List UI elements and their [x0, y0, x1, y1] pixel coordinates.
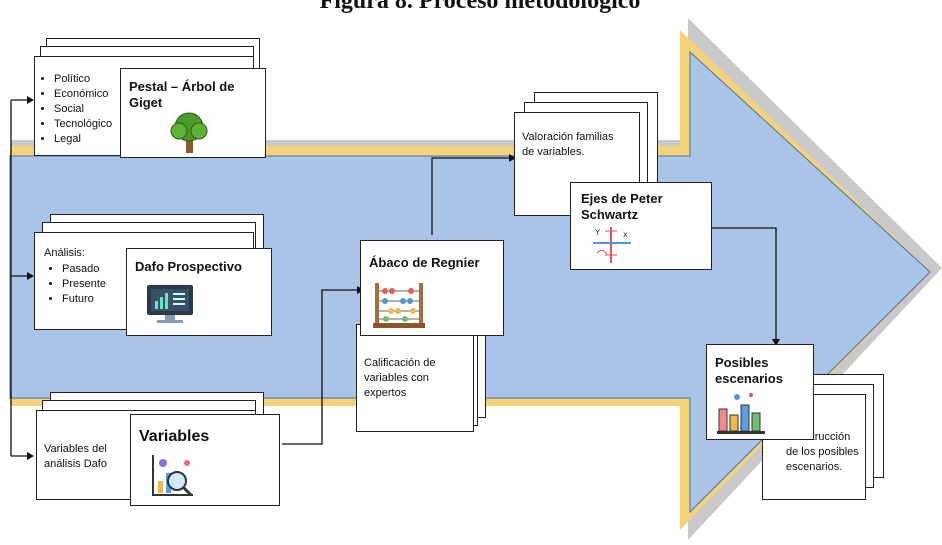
arrowhead-escenarios [772, 339, 780, 346]
dafo-items: Pasado Presente Futuro [48, 262, 106, 307]
arrowhead-variables [27, 452, 34, 460]
node-regnier: Ábaco de Regnier [360, 240, 504, 336]
pestal-item: Legal [54, 132, 112, 147]
connector-schwartz-escenarios [712, 227, 777, 342]
connector-regnier-schwartz [431, 157, 512, 235]
node-escenarios: Posibles escenarios [706, 344, 814, 440]
diagram-title: Figura 8. Proceso metodológico [319, 0, 641, 14]
pestal-item: Económico [54, 87, 112, 102]
svg-text:Y: Y [594, 228, 600, 237]
pestal-item: Tecnológico [54, 117, 112, 132]
arrowhead-dafo [27, 272, 34, 280]
pestal-items: Político Económico Social Tecnológico Le… [40, 72, 112, 147]
abacus-icon [373, 283, 425, 328]
schwartz-title: Ejes de Peter Schwartz [581, 191, 663, 222]
pestal-title: Pestal – Árbol de Giget [129, 79, 235, 110]
dafo-item: Presente [62, 277, 106, 292]
arrowhead-schwartz [509, 154, 516, 162]
node-dafo: Dafo Prospectivo [126, 248, 272, 336]
arrowheads [27, 96, 780, 460]
node-pestal: Pestal – Árbol de Giget [120, 68, 266, 158]
schwartz-note: Valoración familias de variables. [522, 131, 614, 158]
svg-text:x: x [623, 230, 628, 239]
lab-icon [717, 393, 765, 434]
pestal-item: Político [54, 72, 112, 87]
axes-icon: Y x [593, 227, 631, 263]
node-variables: Variables [130, 414, 280, 506]
dafo-intro: Análisis: [44, 247, 85, 259]
variables-title: Variables [139, 428, 210, 445]
chart-magnifier-icon [152, 455, 193, 497]
escenarios-title: Posibles escenarios [715, 355, 783, 386]
dafo-title: Dafo Prospectivo [135, 259, 242, 274]
node-schwartz: Ejes de Peter Schwartz Y x [570, 182, 712, 270]
dafo-item: Futuro [62, 292, 106, 307]
pestal-item: Social [54, 102, 112, 117]
arrowhead-pestal [27, 96, 34, 104]
variables-note: Variables del análisis Dafo [44, 443, 107, 470]
connectors [10, 99, 777, 457]
regnier-title: Ábaco de Regnier [369, 255, 480, 270]
monitor-chart-icon [147, 285, 193, 323]
dafo-item: Pasado [62, 262, 106, 277]
tree-icon [170, 112, 208, 153]
regnier-note: Calificación de variables con expertos [364, 357, 436, 399]
connector-variables-regnier [282, 289, 360, 445]
